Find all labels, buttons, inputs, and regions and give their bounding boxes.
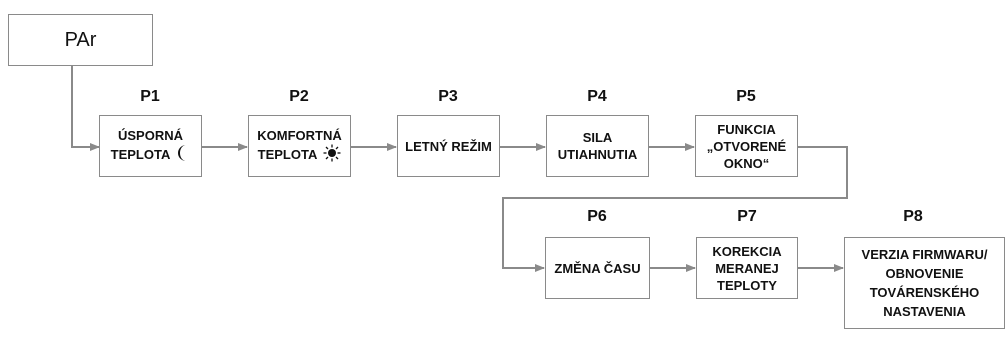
par-label: PAr bbox=[64, 28, 97, 51]
step-box-p4: SILA UTIAHNUTIA bbox=[546, 115, 649, 177]
p1-line1: ÚSPORNÁ bbox=[117, 127, 183, 143]
p3-text: LETNÝ REŽIM bbox=[405, 138, 492, 154]
p7-text: KOREKCIA MERANEJ TEPLOTY bbox=[712, 243, 782, 293]
step-box-p1: ÚSPORNÁ TEPLOTA bbox=[99, 115, 202, 177]
step-box-p8: VERZIA FIRMWARU/ OBNOVENIE TOVÁRENSKÉHO … bbox=[844, 237, 1005, 329]
connector-par-p1 bbox=[71, 65, 100, 151]
par-box: PAr bbox=[8, 14, 153, 66]
step-label-p7: P7 bbox=[737, 208, 757, 225]
step-box-p3: LETNÝ REŽIM bbox=[397, 115, 500, 177]
sun-icon bbox=[323, 144, 341, 166]
step-box-p6: ZMĚNA ČASU bbox=[545, 237, 650, 299]
step-label-p4: P4 bbox=[587, 88, 607, 105]
step-box-p2: KOMFORTNÁ TEPLOTA bbox=[248, 115, 351, 177]
p8-text: VERZIA FIRMWARU/ OBNOVENIE TOVÁRENSKÉHO … bbox=[861, 247, 988, 319]
step-label-p5: P5 bbox=[736, 88, 756, 105]
step-box-p7: KOREKCIA MERANEJ TEPLOTY bbox=[696, 237, 798, 299]
p1-line2: TEPLOTA bbox=[110, 147, 171, 162]
p5-text: FUNKCIA „OTVORENÉ OKNO“ bbox=[706, 121, 787, 171]
step-label-p1: P1 bbox=[140, 88, 160, 105]
p6-text: ZMĚNA ČASU bbox=[554, 260, 641, 276]
step-box-p5: FUNKCIA „OTVORENÉ OKNO“ bbox=[695, 115, 798, 177]
step-label-p2: P2 bbox=[289, 88, 309, 105]
p4-text: SILA UTIAHNUTIA bbox=[557, 130, 638, 162]
p2-line1: KOMFORTNÁ bbox=[257, 127, 342, 143]
step-label-p3: P3 bbox=[438, 88, 458, 105]
step-label-p6: P6 bbox=[587, 208, 607, 225]
moon-icon bbox=[176, 144, 190, 166]
connector-p5-p6 bbox=[502, 146, 848, 272]
step-label-p8: P8 bbox=[903, 208, 923, 225]
p2-line2: TEPLOTA bbox=[257, 147, 318, 162]
